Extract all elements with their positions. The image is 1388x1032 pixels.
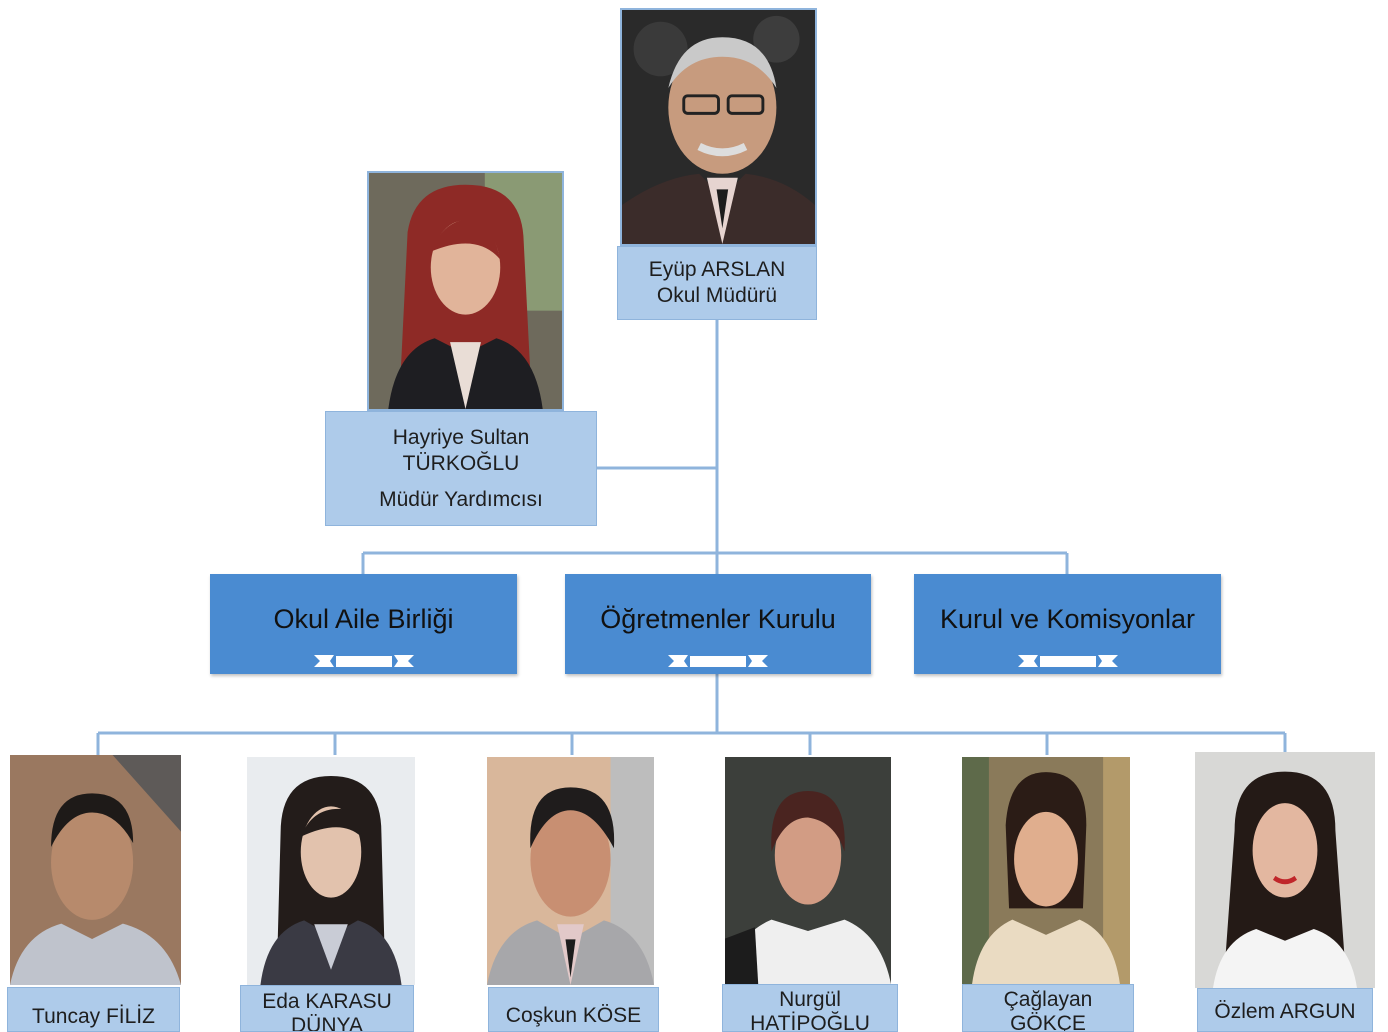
teacher-label-2: Eda KARASU DÜNYA <box>240 985 414 1032</box>
department-label: Kurul ve Komisyonlar <box>939 604 1196 634</box>
teacher-photo-3 <box>487 757 654 985</box>
department-label: Okul Aile Birliği <box>273 604 454 634</box>
teacher-name-line1: Özlem ARGUN <box>1214 1000 1356 1023</box>
teacher-name-line1: Eda KARASU <box>262 990 392 1013</box>
teacher-name-line2: HATİPOĞLU <box>750 1012 870 1032</box>
teacher-photo-1 <box>10 755 181 985</box>
department-ogretmenler-kurulu[interactable]: Öğretmenler Kurulu <box>565 574 871 674</box>
teacher-name-line1: Coşkun KÖSE <box>505 1004 642 1027</box>
principal-label: Eyüp ARSLAN Okul Müdürü <box>617 246 817 320</box>
teacher-label-4: Nurgül HATİPOĞLU <box>722 984 898 1032</box>
vice-principal-name-line1: Hayriye Sultan <box>392 425 530 449</box>
teacher-label-6: Özlem ARGUN <box>1197 988 1373 1032</box>
principal-title: Okul Müdürü <box>656 284 778 307</box>
ribbon-icon <box>1017 655 1118 667</box>
teacher-photo-2 <box>247 757 415 985</box>
vice-principal-label: Hayriye Sultan TÜRKOĞLU Müdür Yardımcısı <box>325 411 597 526</box>
department-label: Öğretmenler Kurulu <box>600 604 836 634</box>
teacher-name-line2: DÜNYA <box>291 1014 363 1032</box>
teacher-name-line2: GÖKÇE <box>1010 1012 1086 1032</box>
teacher-name-line1: Tuncay FİLİZ <box>32 1005 155 1028</box>
department-kurul-ve-komisyonlar[interactable]: Kurul ve Komisyonlar <box>914 574 1221 674</box>
teacher-label-1: Tuncay FİLİZ <box>7 987 180 1032</box>
principal-photo <box>620 8 817 246</box>
teacher-label-3: Coşkun KÖSE <box>488 987 659 1032</box>
teacher-label-5: Çağlayan GÖKÇE <box>962 984 1134 1032</box>
ribbon-icon <box>313 655 414 667</box>
principal-name: Eyüp ARSLAN <box>648 258 786 281</box>
vice-principal-title: Müdür Yardımcısı <box>379 487 543 511</box>
ribbon-icon <box>668 655 768 667</box>
teacher-photo-4 <box>725 757 891 984</box>
teacher-photo-5 <box>962 757 1130 984</box>
vice-principal-photo <box>367 171 564 411</box>
teacher-name-line1: Çağlayan <box>1003 988 1093 1011</box>
teacher-name-line1: Nurgül <box>779 988 841 1011</box>
teacher-photo-6 <box>1195 752 1375 988</box>
department-okul-aile-birligi[interactable]: Okul Aile Birliği <box>210 574 517 674</box>
vice-principal-name-line2: TÜRKOĞLU <box>402 451 520 475</box>
